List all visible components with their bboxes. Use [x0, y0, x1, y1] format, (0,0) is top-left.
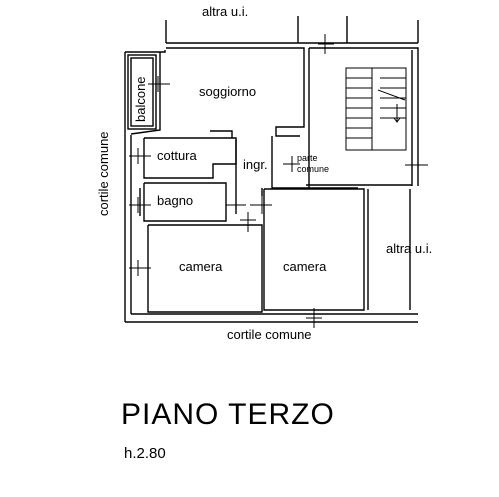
bedroom-left-label: camera: [179, 259, 223, 274]
balcony-label: balcone: [133, 76, 148, 122]
kitchen-label: cottura: [157, 148, 197, 163]
door-and-window-marks: [129, 34, 428, 328]
walls: [124, 16, 419, 323]
neighbor-unit-right-label: altra u.i.: [386, 241, 433, 256]
bedroom-right-label: camera: [283, 259, 327, 274]
floor-title: PIANO TERZO: [121, 398, 335, 431]
common-part-label: parte comune: [297, 153, 330, 174]
courtyard-bottom-label: cortile comune: [227, 327, 312, 342]
entrance-label: ingr.: [243, 157, 268, 172]
courtyard-left-label: cortile comune: [96, 131, 111, 216]
bathroom-label: bagno: [157, 193, 194, 208]
ceiling-height: h.2.80: [124, 445, 166, 462]
living-room-label: soggiorno: [199, 84, 257, 99]
staircase: [345, 67, 407, 151]
neighbor-unit-top-label: altra u.i.: [202, 4, 249, 19]
